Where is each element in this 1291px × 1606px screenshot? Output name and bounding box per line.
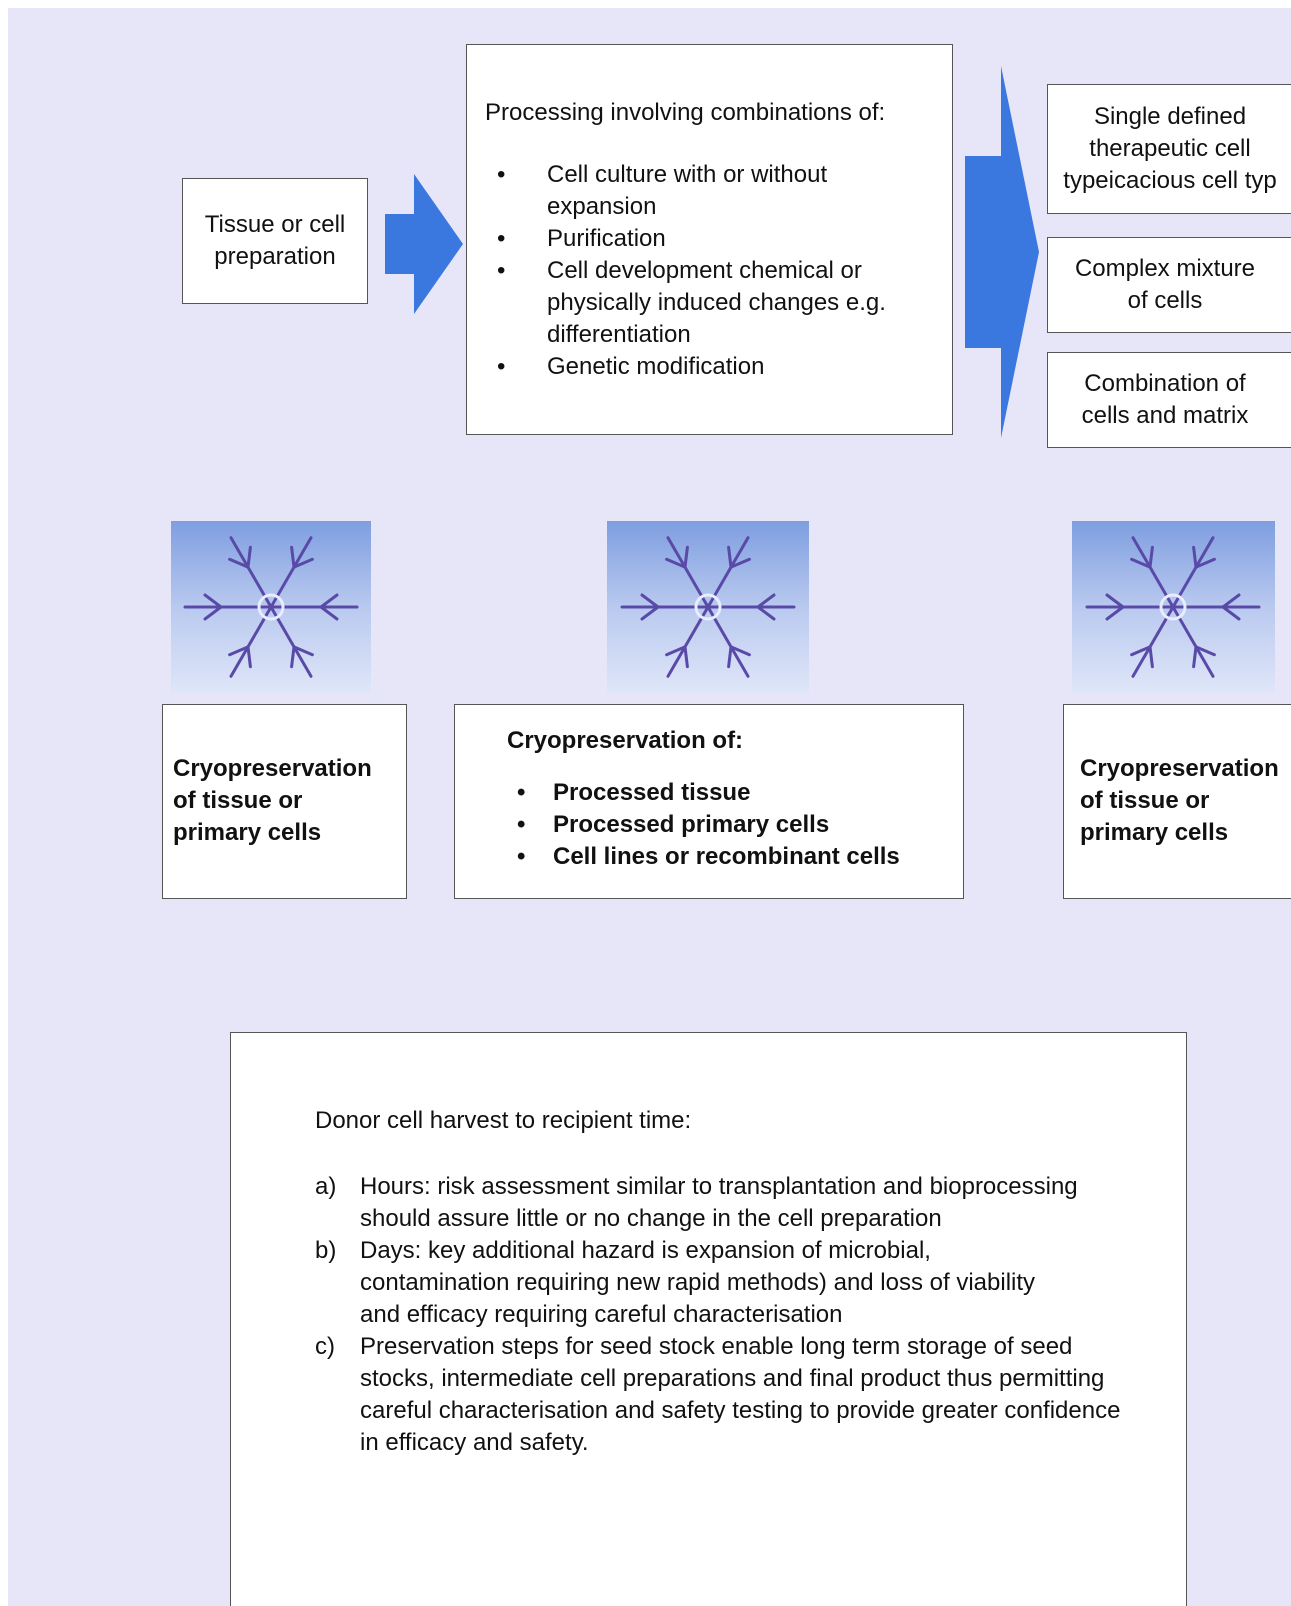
tissue-preparation-box: Tissue or cell preparation — [182, 178, 368, 304]
cryo-left-box: Cryopreservation of tissue or primary ce… — [162, 704, 407, 899]
harvest-item-text: Days: key additional hazard is expansion… — [360, 1237, 1036, 1328]
diagram-canvas: Tissue or cell preparation Processing in… — [8, 8, 1291, 1606]
harvest-item: c) Preservation steps for seed stock ena… — [315, 1331, 1126, 1459]
output-box-single-cell-type: Single defined therapeutic cell typeicac… — [1047, 84, 1291, 214]
harvest-item-marker: a) — [315, 1173, 337, 1200]
output-label: Complex mixture of cells — [1074, 255, 1256, 314]
harvest-item-marker: c) — [315, 1333, 335, 1360]
cryo-middle-heading: Cryopreservation of: — [507, 727, 744, 754]
processing-item: Cell culture with or without expansion — [485, 159, 938, 223]
harvest-item: b) Days: key additional hazard is expans… — [315, 1235, 1126, 1331]
output-box-complex-mixture: Complex mixture of cells — [1047, 237, 1291, 333]
cryo-left-label: Cryopreservation of tissue or primary ce… — [173, 755, 372, 846]
cryo-middle-item: Cell lines or recombinant cells — [505, 841, 953, 873]
processing-item: Cell development chemical or physically … — [485, 255, 938, 351]
output-box-cells-and-matrix: Combination of cells and matrix — [1047, 352, 1291, 448]
processing-item: Genetic modification — [485, 351, 938, 383]
harvest-item-text: Preservation steps for seed stock enable… — [360, 1333, 1121, 1456]
output-label: Single defined therapeutic cell typeicac… — [1063, 103, 1277, 194]
harvest-heading: Donor cell harvest to recipient time: — [315, 1107, 692, 1134]
processing-heading: Processing involving combinations of: — [485, 99, 886, 126]
harvest-item-text: Hours: risk assessment similar to transp… — [360, 1173, 1078, 1232]
small-right-arrow — [385, 174, 463, 314]
harvest-item: a) Hours: risk assessment similar to tra… — [315, 1171, 1126, 1235]
processing-item: Purification — [485, 223, 938, 255]
cryo-right-box: Cryopreservation of tissue or primary ce… — [1063, 704, 1291, 899]
harvest-item-marker: b) — [315, 1237, 337, 1264]
cryo-middle-item: Processed tissue — [505, 777, 953, 809]
tissue-preparation-label: Tissue or cell preparation — [204, 211, 346, 270]
cryo-middle-box: Cryopreservation of: Processed tissue Pr… — [454, 704, 964, 899]
output-label: Combination of cells and matrix — [1081, 370, 1249, 429]
snowflake-icon — [1072, 521, 1275, 693]
cryo-middle-item: Processed primary cells — [505, 809, 953, 841]
harvest-box: Donor cell harvest to recipient time: a)… — [230, 1032, 1187, 1606]
large-right-arrow — [965, 66, 1039, 438]
processing-box: Processing involving combinations of: Ce… — [466, 44, 953, 435]
snowflake-icon — [171, 521, 371, 693]
snowflake-icon — [607, 521, 809, 693]
cryo-right-label: Cryopreservation of tissue or primary ce… — [1080, 755, 1279, 846]
